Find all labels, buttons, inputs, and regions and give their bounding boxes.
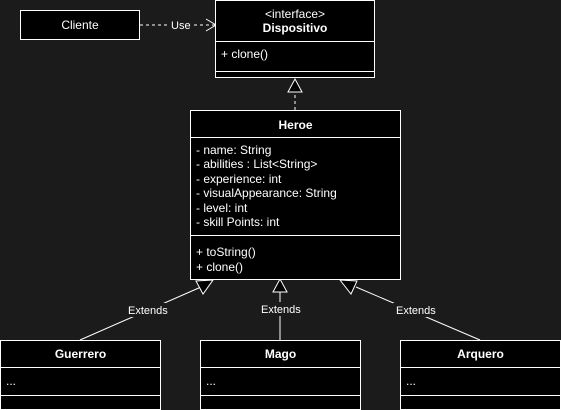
heroe-attribute: - skill Points: int [196, 215, 280, 229]
arquero-class[interactable]: Arquero ... [400, 340, 561, 410]
extends-edge-mago: Extends [259, 277, 303, 340]
cliente-name: Cliente [61, 18, 99, 32]
mago-class[interactable]: Mago ... [200, 340, 361, 410]
relationship-edges: Use Extends Extends Extends [79, 18, 481, 341]
arquero-body: ... [406, 374, 417, 388]
mago-name: Mago [264, 347, 297, 361]
heroe-attribute: - abilities : List<String> [196, 157, 318, 171]
dispositivo-interface[interactable]: <interface> Dispositivo + clone() [215, 0, 375, 78]
use-label: Use [171, 20, 191, 32]
divider [1, 367, 160, 368]
divider [191, 235, 400, 236]
extends-edge-arquero: Extends [338, 279, 481, 341]
heroe-class[interactable]: Heroe - name: String - abilities : List<… [190, 110, 401, 280]
dispositivo-stereotype: <interface> [264, 7, 326, 21]
dispositivo-name: Dispositivo [262, 21, 328, 35]
guerrero-body: ... [6, 374, 17, 388]
heroe-method: + clone() [196, 260, 244, 274]
divider [191, 137, 400, 138]
use-edge: Use [140, 18, 217, 32]
heroe-method: + toString() [196, 245, 256, 259]
divider [201, 367, 360, 368]
divider [1, 395, 160, 396]
realization-edge [287, 77, 303, 110]
guerrero-class[interactable]: Guerrero ... [0, 340, 161, 410]
divider [401, 395, 560, 396]
heroe-attribute: - level: int [196, 201, 248, 215]
heroe-attribute: - name: String [196, 143, 272, 157]
mago-body: ... [206, 374, 217, 388]
heroe-attribute: - experience: int [196, 172, 282, 186]
extends-label-arquero: Extends [396, 305, 436, 317]
extends-label-mago: Extends [261, 304, 301, 316]
divider [201, 395, 360, 396]
cliente-class[interactable]: Cliente [20, 10, 140, 40]
heroe-name: Heroe [278, 118, 313, 132]
divider [401, 367, 560, 368]
dispositivo-method: + clone() [221, 47, 269, 61]
divider [216, 71, 374, 72]
guerrero-name: Guerrero [54, 347, 107, 361]
extends-label-guerrero: Extends [128, 305, 168, 317]
arquero-name: Arquero [457, 347, 504, 361]
extends-edge-guerrero: Extends [79, 279, 215, 341]
divider [216, 41, 374, 42]
heroe-attribute: - visualAppearance: String [196, 186, 337, 200]
